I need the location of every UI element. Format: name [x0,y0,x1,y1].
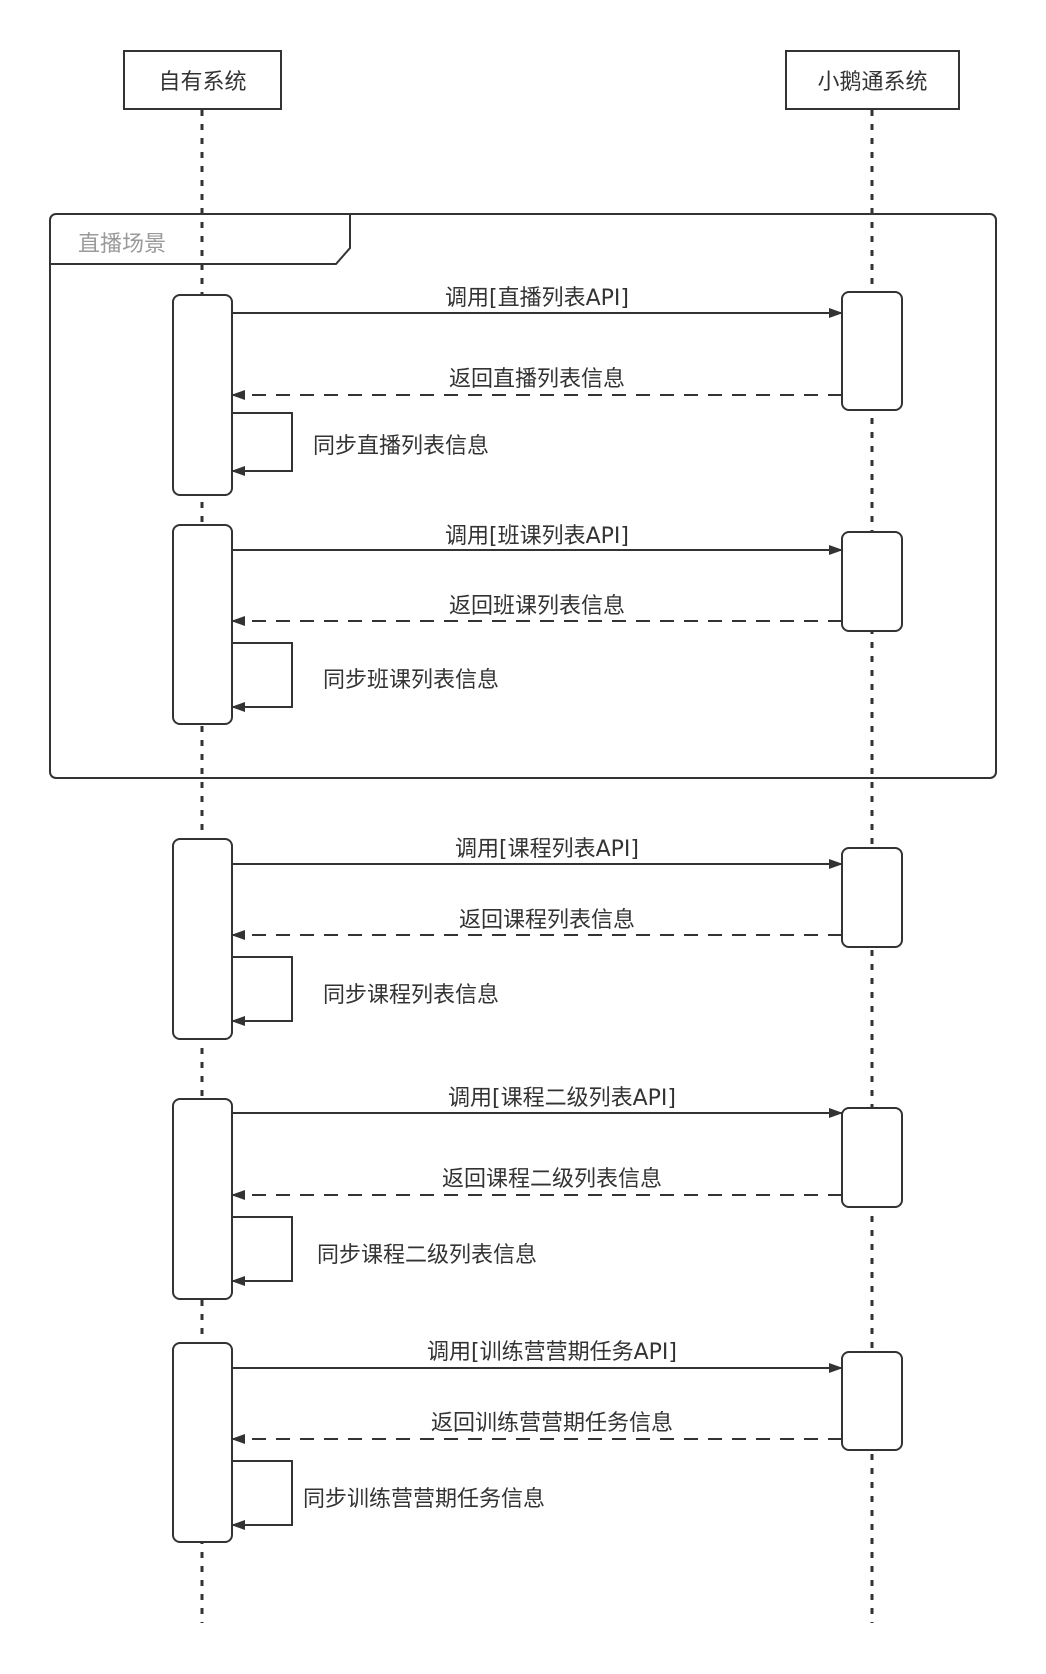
return-message-label: 返回课程列表信息 [458,908,636,933]
activation-bar-xiaoe-system [841,1351,903,1451]
self-message-label: 同步课程二级列表信息 [317,1243,538,1268]
call-message-label: 调用[课程列表API] [455,837,639,862]
self-message-arrow [231,1216,293,1286]
activation-bar-own-system [172,524,233,725]
return-message-label: 返回班课列表信息 [448,594,626,619]
activation-bar-xiaoe-system [841,847,903,948]
self-message-label: 同步直播列表信息 [313,434,490,459]
activation-bar-own-system [172,294,233,496]
return-message-label: 返回课程二级列表信息 [441,1167,663,1192]
call-message-label: 调用[直播列表API] [445,286,629,311]
fragment-frame [49,213,997,779]
self-message-label: 同步课程列表信息 [323,983,500,1008]
self-message-label: 同步班课列表信息 [323,668,500,693]
activation-bar-xiaoe-system [841,291,903,411]
call-message-label: 调用[训练营营期任务API] [427,1340,677,1365]
return-message-label: 返回直播列表信息 [448,367,626,392]
self-message-label: 同步训练营营期任务信息 [303,1487,546,1512]
self-message-arrow [231,1460,293,1530]
activation-bar-own-system [172,838,233,1040]
participant-label: 自有系统 [158,70,247,95]
self-message-arrow [231,642,293,712]
self-message-arrow [231,412,293,476]
call-message-label: 调用[班课列表API] [445,524,629,549]
activation-bar-xiaoe-system [841,531,903,632]
fragment-label: 直播场景 [78,232,167,257]
activation-bar-own-system [172,1098,233,1300]
participant-xiaoe-system: 小鹅通系统 [785,50,960,110]
call-message-label: 调用[课程二级列表API] [448,1086,676,1111]
fragment-label-tab [50,214,351,265]
participant-label: 小鹅通系统 [817,70,928,95]
activation-bar-own-system [172,1342,233,1543]
activation-bar-xiaoe-system [841,1107,903,1208]
participant-own-system: 自有系统 [123,50,282,110]
self-message-arrow [231,956,293,1026]
return-message-label: 返回训练营营期任务信息 [430,1411,674,1436]
